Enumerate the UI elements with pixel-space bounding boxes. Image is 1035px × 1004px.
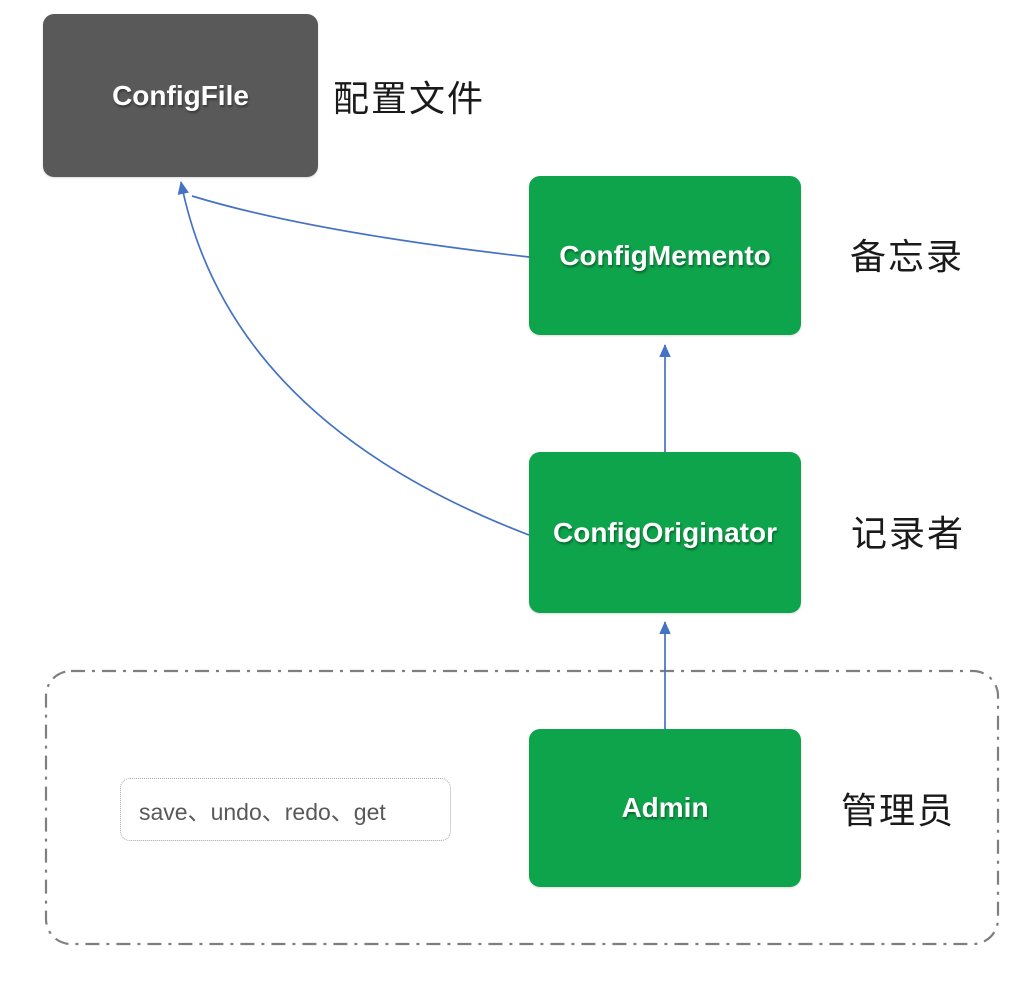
operations-note-text: save、undo、redo、get — [139, 798, 386, 825]
node-config-file-label: ConfigFile — [112, 79, 249, 111]
node-config-memento: ConfigMemento — [529, 176, 801, 335]
annotation-admin: 管理员 — [841, 790, 956, 831]
node-config-originator-label: ConfigOriginator — [553, 516, 777, 548]
annotation-config-originator: 记录者 — [851, 513, 966, 554]
operations-note-box: save、undo、redo、get — [120, 778, 451, 841]
annotation-config-file: 配置文件 — [333, 78, 486, 119]
edge-memento-to-file — [191, 195, 530, 258]
annotation-config-memento: 备忘录 — [850, 236, 965, 277]
node-admin-label: Admin — [621, 792, 709, 823]
node-config-file: ConfigFile — [43, 14, 318, 177]
node-config-memento-label: ConfigMemento — [559, 239, 771, 271]
node-config-originator: ConfigOriginator — [529, 452, 801, 613]
edge-originator-to-file — [177, 180, 530, 536]
node-admin: Admin — [529, 729, 801, 887]
